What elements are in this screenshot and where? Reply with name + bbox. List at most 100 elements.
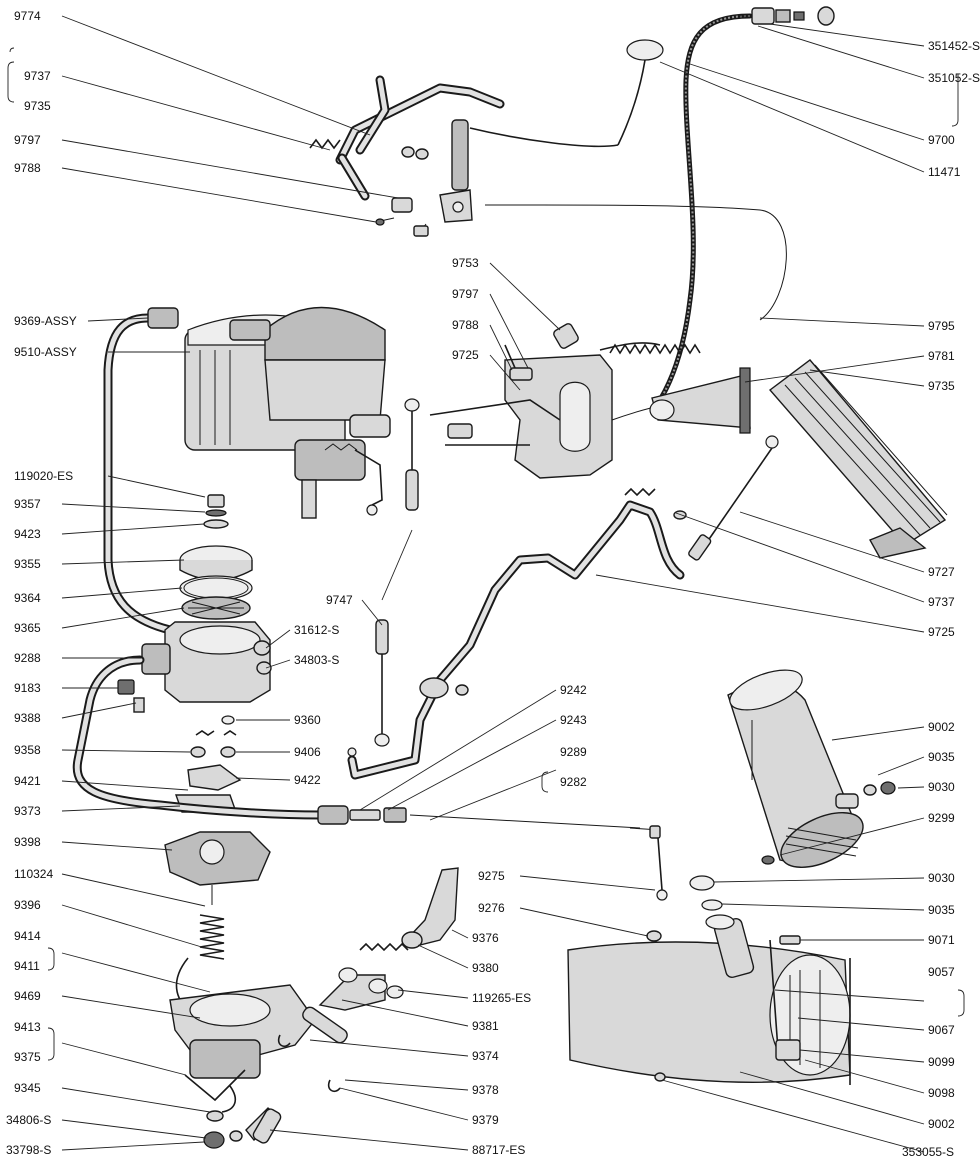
label-9345: 9345 <box>14 1081 41 1095</box>
label-9414: 9414 <box>14 929 41 943</box>
label-9376: 9376 <box>472 931 499 945</box>
label-9797: 9797 <box>14 133 41 147</box>
label-9002-tank: 9002 <box>928 1117 955 1131</box>
label-34806-s: 34806-S <box>6 1113 51 1127</box>
label-9422: 9422 <box>294 773 321 787</box>
fuel-pump-drawing <box>117 494 316 1149</box>
label-9357: 9357 <box>14 497 41 511</box>
label-9057: 9057 <box>928 965 955 979</box>
label-88717-es: 88717-ES <box>472 1143 525 1157</box>
label-9727: 9727 <box>928 565 955 579</box>
brackets <box>7 47 965 1061</box>
pump-tank-line-drawing <box>72 655 641 829</box>
label-9795: 9795 <box>928 319 955 333</box>
label-9735: 9735 <box>24 99 51 113</box>
label-9002-muffler: 9002 <box>928 720 955 734</box>
label-9735: 9735 <box>928 379 955 393</box>
label-9355: 9355 <box>14 557 41 571</box>
labels-mid: 9753 9797 9788 9725 31612-S 34803-S 9360… <box>294 256 587 1157</box>
label-9242: 9242 <box>560 683 587 697</box>
muffler-drawing <box>727 669 896 868</box>
label-11471: 11471 <box>928 165 961 179</box>
label-9364: 9364 <box>14 591 41 605</box>
label-9725: 9725 <box>452 348 479 362</box>
leader-lines <box>61 15 925 1153</box>
label-9388: 9388 <box>14 711 41 725</box>
label-9510-assy: 9510-ASSY <box>14 345 77 359</box>
label-9737: 9737 <box>928 595 955 609</box>
label-351452-s: 351452-S <box>928 39 980 53</box>
label-9747: 9747 <box>326 593 353 607</box>
label-9797: 9797 <box>452 287 479 301</box>
choke-cable-drawing <box>657 6 835 403</box>
label-9288: 9288 <box>14 651 41 665</box>
label-9737: 9737 <box>24 69 51 83</box>
label-9369-assy: 9369-ASSY <box>14 314 77 328</box>
label-9396: 9396 <box>14 898 41 912</box>
label-9373: 9373 <box>14 804 41 818</box>
label-9030-b: 9030 <box>928 871 955 885</box>
pin-clip-drawing <box>252 1006 348 1144</box>
label-9469: 9469 <box>14 989 41 1003</box>
label-9098: 9098 <box>928 1086 955 1100</box>
label-9067: 9067 <box>928 1023 955 1037</box>
label-119020-es: 119020-ES <box>14 469 73 483</box>
throttle-rod-drawing <box>309 75 787 321</box>
label-9183: 9183 <box>14 681 41 695</box>
label-9035-b: 9035 <box>928 903 955 917</box>
label-9413: 9413 <box>14 1020 41 1034</box>
label-9421: 9421 <box>14 774 41 788</box>
label-9411: 9411 <box>14 959 40 973</box>
label-9406: 9406 <box>294 745 321 759</box>
label-9299: 9299 <box>928 811 955 825</box>
label-9035-a: 9035 <box>928 750 955 764</box>
label-9700: 9700 <box>928 133 955 147</box>
accelerator-pedal-drawing <box>599 342 948 559</box>
label-34803-s: 34803-S <box>294 653 339 667</box>
label-9788: 9788 <box>452 318 479 332</box>
label-9380: 9380 <box>472 961 499 975</box>
label-9753: 9753 <box>452 256 479 270</box>
label-353055-s: 353055-S <box>902 1145 954 1159</box>
label-9375: 9375 <box>14 1050 41 1064</box>
fuel-line-drawing <box>103 307 179 635</box>
bellcrank-bracket-drawing <box>429 323 691 479</box>
choke-knob-drawing <box>469 39 664 148</box>
label-9423: 9423 <box>14 527 41 541</box>
label-9243: 9243 <box>560 713 587 727</box>
label-9781: 9781 <box>928 349 955 363</box>
gauge-link-drawing <box>629 825 668 942</box>
label-9030-a: 9030 <box>928 780 955 794</box>
label-351052-s: 351052-S <box>928 71 980 85</box>
throttle-link-rod-drawing <box>374 398 420 747</box>
long-throttle-rod-drawing <box>347 487 687 780</box>
label-9276: 9276 <box>478 901 505 915</box>
label-9365: 9365 <box>14 621 41 635</box>
label-9774: 9774 <box>14 9 41 23</box>
pedal-bracket-drawing <box>318 867 459 1011</box>
label-9282: 9282 <box>560 775 587 789</box>
label-9071: 9071 <box>928 933 955 947</box>
label-31612-s: 31612-S <box>294 623 339 637</box>
label-9381: 9381 <box>472 1019 499 1033</box>
label-9788: 9788 <box>14 161 41 175</box>
label-9379: 9379 <box>472 1113 499 1127</box>
label-9289: 9289 <box>560 745 587 759</box>
label-9374: 9374 <box>472 1049 499 1063</box>
label-9398: 9398 <box>14 835 41 849</box>
label-110324: 110324 <box>14 867 53 881</box>
pedal-rod-drawing <box>688 435 779 561</box>
label-9275: 9275 <box>478 869 505 883</box>
label-33798-s: 33798-S <box>6 1143 51 1157</box>
label-119265-es: 119265-ES <box>472 991 531 1005</box>
carburetor-drawing <box>184 306 391 519</box>
labels-right: 351452-S 351052-S 9700 11471 9795 9781 9… <box>902 39 980 1159</box>
label-9358: 9358 <box>14 743 41 757</box>
labels-left: 9774 9737 9735 9797 9788 9369-ASSY 9510-… <box>6 9 77 1157</box>
label-9378: 9378 <box>472 1083 499 1097</box>
fuel-tank-drawing <box>567 875 851 1085</box>
label-9725: 9725 <box>928 625 955 639</box>
label-9099: 9099 <box>928 1055 955 1069</box>
